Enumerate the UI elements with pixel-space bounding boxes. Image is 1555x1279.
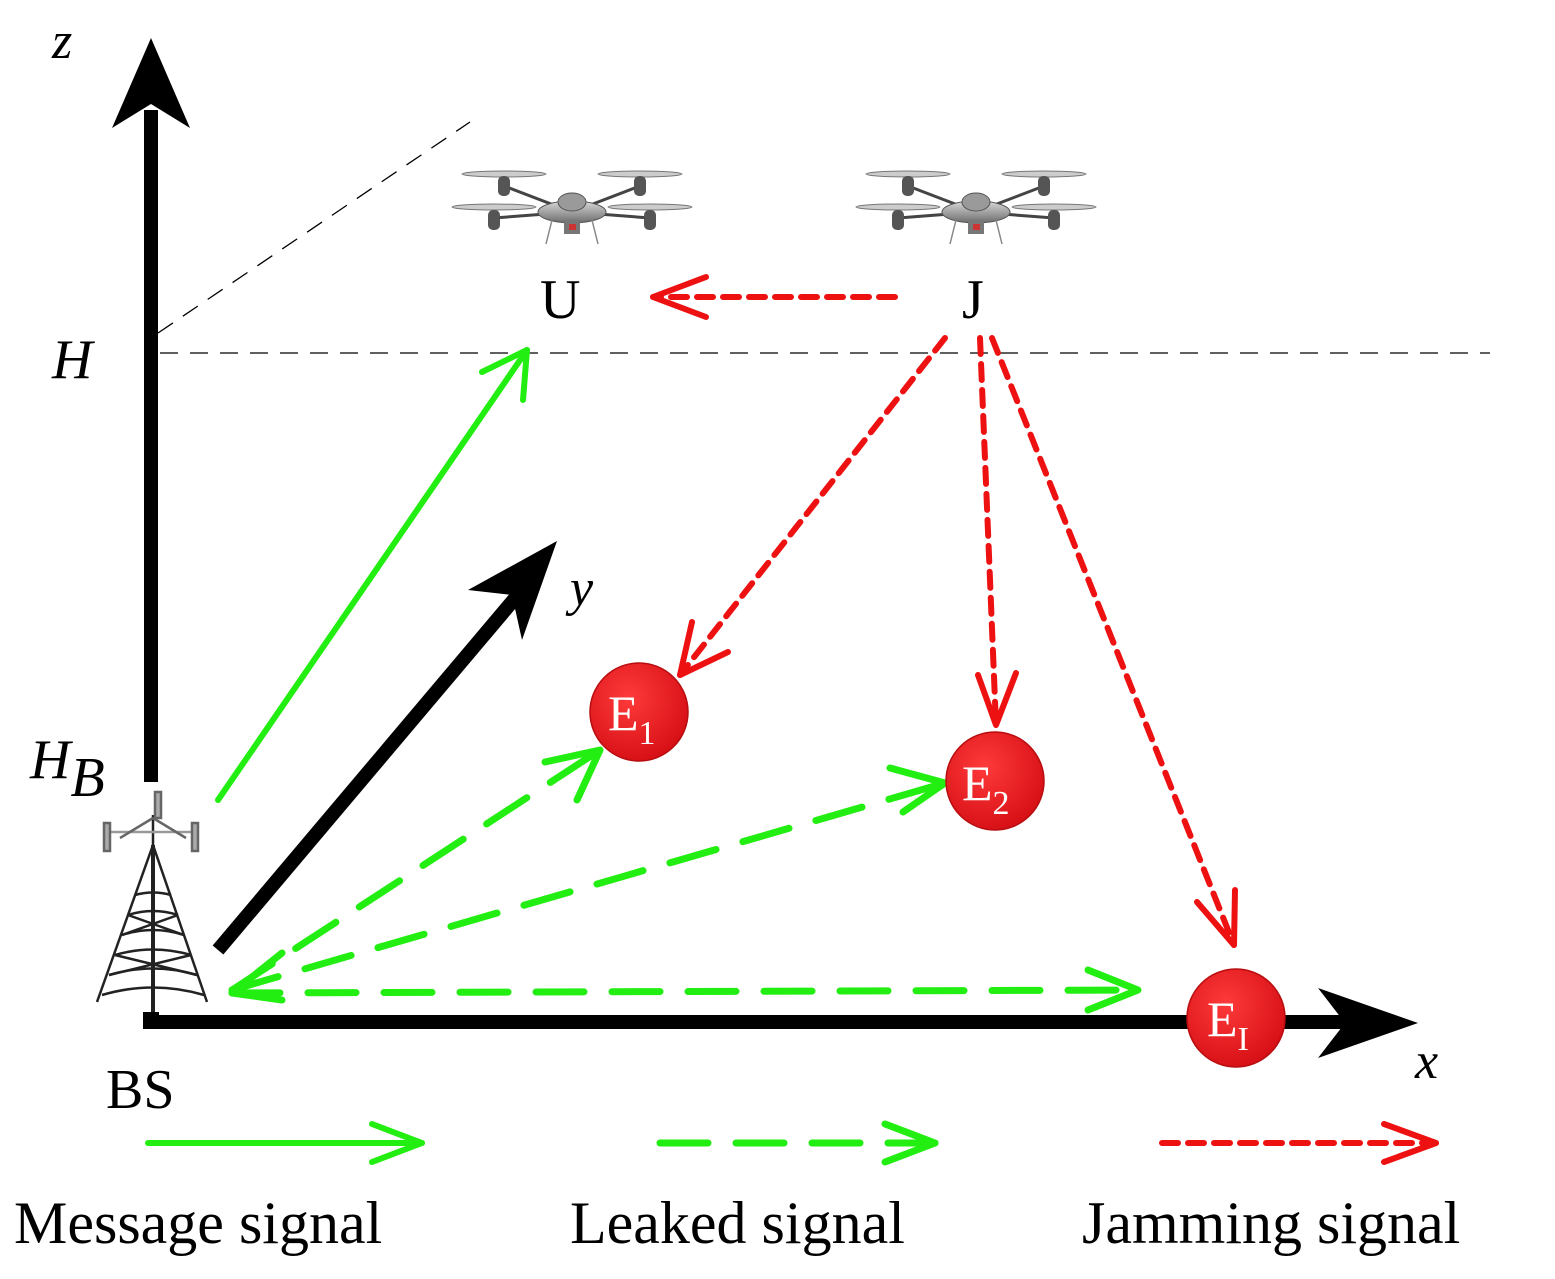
x-axis-label: x xyxy=(1414,1033,1438,1090)
jamming-signal-arrows xyxy=(650,274,1238,948)
leaked-signal-to-ei xyxy=(228,966,1142,1014)
jamming-signal-to-u xyxy=(650,274,898,320)
legend: Message signal Leaked signal Jamming sig… xyxy=(14,1120,1460,1256)
base-station-label: BS xyxy=(106,1059,175,1121)
y-axis-label: y xyxy=(565,560,594,617)
x-axis xyxy=(143,988,1418,1058)
svg-text:E1: E1 xyxy=(608,685,656,752)
legend-message-arrow xyxy=(145,1121,425,1165)
uav-height-label: H xyxy=(51,329,95,391)
legend-message-label: Message signal xyxy=(14,1190,382,1256)
leaked-signal-arrows xyxy=(228,746,1142,1014)
svg-text:E2: E2 xyxy=(962,755,1010,822)
eavesdropper-e1: E1 xyxy=(589,662,689,762)
legend-jamming-label: Jamming signal xyxy=(1082,1190,1460,1256)
drone-u-icon xyxy=(451,170,693,245)
legend-jamming-arrow xyxy=(1159,1121,1439,1165)
uav-user-label: U xyxy=(540,269,580,331)
base-station-tower-icon xyxy=(95,790,209,1018)
legend-leaked-label: Leaked signal xyxy=(570,1190,905,1256)
origin-marker xyxy=(143,1012,159,1028)
message-signal-arrow xyxy=(215,347,530,803)
leaked-signal-to-e1 xyxy=(228,746,604,994)
z-axis-label: z xyxy=(51,13,72,70)
y-axis xyxy=(212,541,557,955)
eavesdropper-ei: EI xyxy=(1186,968,1286,1068)
svg-text:EI: EI xyxy=(1207,991,1249,1058)
jamming-signal-to-ei xyxy=(989,335,1238,948)
eavesdropper-e2: E2 xyxy=(945,731,1045,831)
perspective-guide-line xyxy=(157,121,471,334)
jamming-signal-to-e2 xyxy=(975,335,1019,728)
z-axis xyxy=(112,38,190,782)
legend-leaked-arrow xyxy=(656,1120,939,1166)
jamming-signal-to-e1 xyxy=(677,335,948,678)
bs-height-label: HB xyxy=(29,729,105,809)
drone-j-icon xyxy=(855,170,1097,245)
jammer-label: J xyxy=(962,269,984,331)
leaked-signal-to-e2 xyxy=(228,764,949,994)
leaked-signal-return-arrowhead xyxy=(228,949,286,1004)
